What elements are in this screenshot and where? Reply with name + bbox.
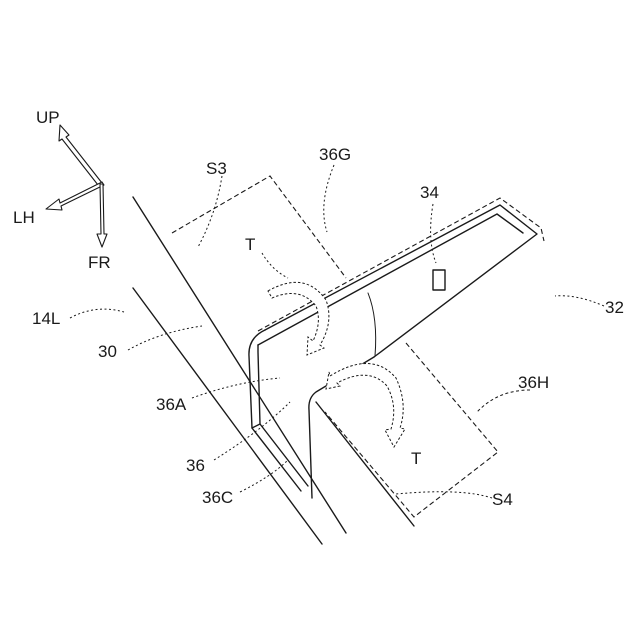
leader-t-top <box>262 253 288 278</box>
label-36c: 36C <box>202 488 233 507</box>
label-s3: S3 <box>206 159 227 178</box>
label-36a: 36A <box>156 395 187 414</box>
label-lh: LH <box>13 208 35 227</box>
airflow-arrow-top-icon <box>268 282 329 355</box>
region-36g-dashed <box>172 176 346 278</box>
label-up: UP <box>36 108 60 127</box>
label-36: 36 <box>186 456 205 475</box>
airflow-arrow-bottom-icon <box>326 363 405 447</box>
direction-indicator <box>46 125 107 247</box>
up-arrow-icon <box>59 125 102 185</box>
wall-line-outer <box>133 197 346 533</box>
part-34 <box>433 270 445 290</box>
label-36h: 36H <box>518 373 549 392</box>
lh-arrow-icon <box>46 182 104 210</box>
leader-36a <box>192 378 280 398</box>
leader-32 <box>555 296 604 306</box>
leader-s4 <box>396 492 492 498</box>
label-36g: 36G <box>319 145 351 164</box>
leader-14l <box>70 309 124 318</box>
fr-arrow-icon <box>97 184 107 247</box>
label-32: 32 <box>605 298 624 317</box>
leader-30 <box>128 326 202 350</box>
label-14l: 14L <box>32 309 60 328</box>
leader-36 <box>214 402 290 460</box>
label-t-bottom: T <box>411 449 421 468</box>
label-t-top: T <box>245 235 255 254</box>
label-30: 30 <box>98 342 117 361</box>
member-36 <box>249 205 537 526</box>
label-fr: FR <box>88 253 111 272</box>
leader-36h <box>477 390 530 412</box>
label-34: 34 <box>420 183 439 202</box>
label-s4: S4 <box>492 490 513 509</box>
leader-36g <box>324 165 334 232</box>
